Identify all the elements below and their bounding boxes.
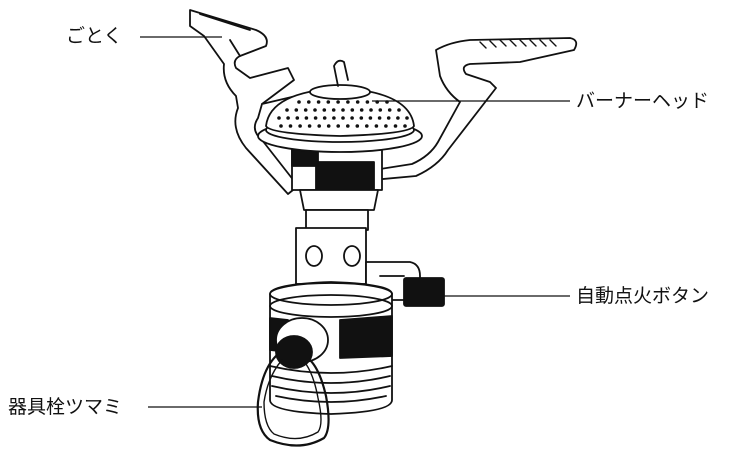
burner-hole: [384, 124, 388, 128]
burner-hole: [403, 124, 407, 128]
burner-hole: [279, 124, 283, 128]
burner-hole: [285, 108, 289, 112]
burner-hole: [355, 124, 360, 128]
burner-hole: [298, 124, 302, 128]
burner-hole: [378, 108, 383, 112]
burner-hole: [341, 108, 345, 112]
burner-hole: [326, 124, 331, 128]
burner-hole: [365, 100, 370, 104]
burner-hole: [336, 124, 341, 128]
burner-hole: [359, 116, 364, 120]
burner-hole: [303, 108, 308, 112]
burner-hole: [294, 108, 299, 112]
burner-hole: [326, 100, 331, 104]
burner-hole: [386, 116, 391, 120]
burner-hole: [405, 116, 409, 120]
neck: [295, 227, 367, 289]
burner-hole: [346, 100, 350, 104]
burner-hole: [368, 116, 373, 120]
pot-support-right: [371, 37, 578, 181]
label-gotoku: ごとく: [66, 25, 123, 47]
burner-hole: [286, 116, 290, 120]
burner-hole: [277, 116, 281, 120]
burner-hole: [322, 116, 327, 120]
burner-hole: [317, 124, 322, 128]
burner-hole: [350, 108, 355, 112]
upper-body: [291, 139, 383, 231]
burner-hole: [313, 116, 318, 120]
burner-hole: [316, 100, 321, 104]
burner-hole: [397, 108, 401, 112]
label-valve-knob: 器具栓ツマミ: [8, 396, 123, 418]
burner-hole: [350, 116, 354, 120]
burner-hole: [359, 108, 364, 112]
burner-hole: [313, 108, 317, 112]
burner-hole: [307, 124, 312, 128]
valve-knob: [256, 317, 330, 447]
label-burner-head: バーナーヘッド: [576, 90, 710, 112]
burner-holes: [277, 100, 409, 128]
burner-hole: [377, 116, 382, 120]
burner-hole: [288, 124, 293, 128]
burner-hole: [355, 100, 360, 104]
burner-hole: [297, 100, 301, 104]
burner-hole: [336, 100, 340, 104]
burner-hole: [332, 116, 336, 120]
burner-hole: [369, 108, 373, 112]
label-auto-ignition-button: 自動点火ボタン: [576, 285, 710, 307]
burner-hole: [393, 124, 398, 128]
burner-hole: [304, 116, 309, 120]
burner-hole: [331, 108, 336, 112]
burner-hole: [374, 124, 379, 128]
burner-hole: [341, 116, 345, 120]
burner-hole: [307, 100, 311, 104]
burner-hole: [346, 124, 350, 128]
burner-hole: [387, 108, 392, 112]
burner-hole: [295, 116, 300, 120]
burner-hole: [396, 116, 400, 120]
burner-hole: [365, 124, 369, 128]
burner-head: [257, 59, 423, 153]
base-body: [269, 281, 393, 415]
burner-hole: [322, 108, 327, 112]
